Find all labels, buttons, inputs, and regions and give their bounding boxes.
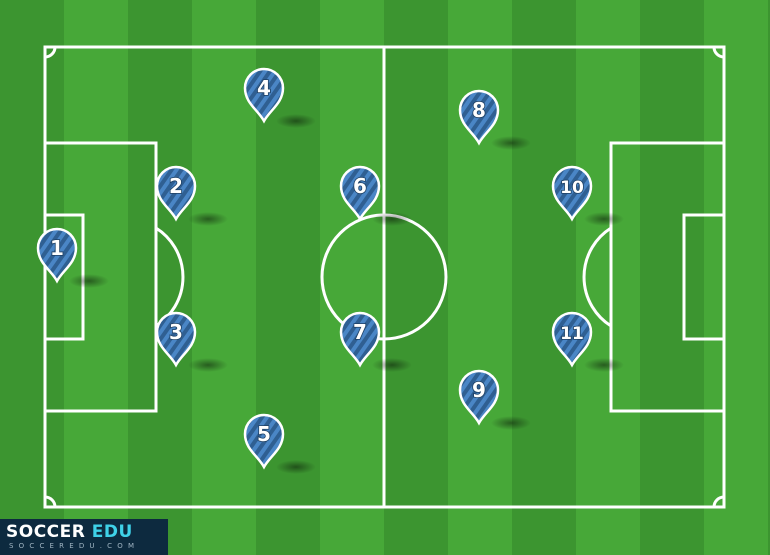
player-number: 4	[257, 76, 271, 100]
player-marker-11: 11	[551, 311, 624, 372]
pin-marker-icon	[155, 165, 197, 222]
pin-marker-icon	[36, 227, 78, 284]
grass-band	[384, 0, 448, 555]
player-number: 2	[169, 174, 183, 198]
marker-shadow	[372, 212, 412, 226]
grass-band	[704, 0, 768, 555]
pin-marker-icon	[551, 165, 593, 222]
pin-marker-icon	[551, 311, 593, 368]
player-number: 8	[472, 98, 486, 122]
player-marker-5: 5	[243, 413, 316, 474]
logo-word-edu: EDU	[91, 522, 133, 542]
player-marker-3: 3	[155, 311, 228, 372]
player-number: 9	[472, 378, 486, 402]
corner-arc-bottom-right	[712, 495, 725, 508]
pin-marker-icon	[339, 311, 381, 368]
grass-band	[768, 0, 770, 555]
marker-shadow	[276, 114, 316, 128]
grass-band	[640, 0, 704, 555]
pin-marker-icon	[155, 311, 197, 368]
player-marker-10: 10	[551, 165, 624, 226]
grass-band	[128, 0, 192, 555]
logo-tagline: SOCCEREDU.COM	[9, 542, 140, 550]
marker-shadow	[276, 460, 316, 474]
grass-band	[320, 0, 384, 555]
logo-word-soccer: SOCCER	[6, 522, 86, 542]
player-marker-6: 6	[339, 165, 412, 226]
marker-shadow	[584, 212, 624, 226]
player-marker-9: 9	[458, 369, 531, 430]
marker-shadow	[188, 212, 228, 226]
logo-wordmark: SOCCER EDU	[6, 522, 133, 542]
grass-band	[448, 0, 512, 555]
player-number: 3	[169, 320, 183, 344]
marker-shadow	[372, 358, 412, 372]
marker-shadow	[584, 358, 624, 372]
player-marker-1: 1	[36, 227, 109, 288]
pin-marker-icon	[458, 369, 500, 426]
marker-shadow	[188, 358, 228, 372]
corner-arc-top-left	[44, 46, 57, 59]
player-marker-7: 7	[339, 311, 412, 372]
player-markers: 1 2 3 4 5 6 7 8 9 10 11	[36, 67, 624, 474]
pin-marker-icon	[243, 413, 285, 470]
soccer-edu-logo: SOCCER EDU SOCCEREDU.COM	[0, 519, 168, 555]
pin-marker-icon	[339, 165, 381, 222]
pin-marker-icon	[458, 89, 500, 146]
corner-arc-top-right	[712, 46, 725, 59]
pin-marker-icon	[243, 67, 285, 124]
grass-band	[576, 0, 640, 555]
marker-shadow	[69, 274, 109, 288]
player-marker-2: 2	[155, 165, 228, 226]
right-goal-area	[682, 213, 726, 341]
marker-shadow	[491, 136, 531, 150]
player-number: 7	[353, 320, 367, 344]
player-number: 1	[50, 236, 64, 260]
player-number: 10	[560, 178, 584, 198]
player-marker-8: 8	[458, 89, 531, 150]
player-number: 11	[560, 324, 584, 344]
grass-band	[512, 0, 576, 555]
corner-arc-bottom-left	[44, 495, 57, 508]
player-marker-4: 4	[243, 67, 316, 128]
right-penalty-arc	[582, 226, 612, 328]
player-number: 6	[353, 174, 367, 198]
marker-shadow	[491, 416, 531, 430]
player-number: 5	[257, 422, 271, 446]
